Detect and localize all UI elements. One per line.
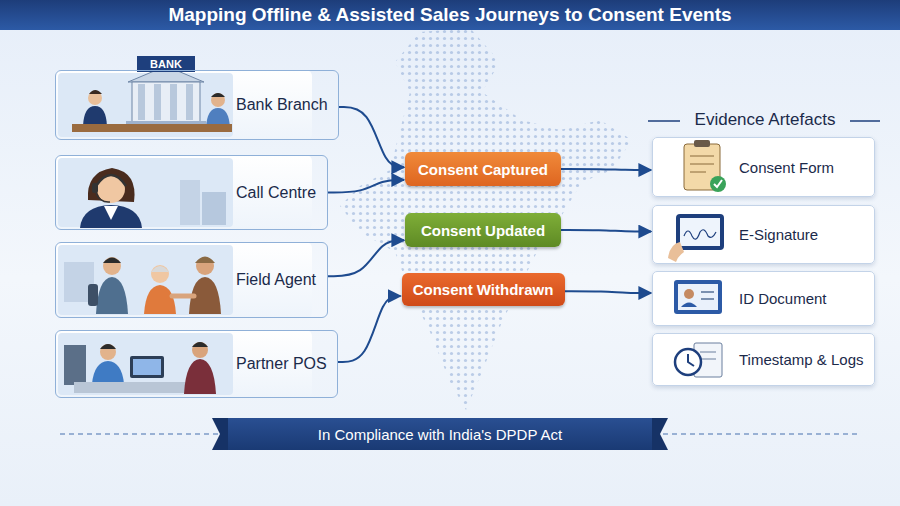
consent-event-pill: Consent Captured	[405, 152, 561, 186]
section-heading: Evidence Artefacts	[695, 110, 836, 130]
title-bar: Mapping Offline & Assisted Sales Journey…	[0, 0, 900, 30]
node-label: Consent Withdrawn	[413, 281, 554, 298]
flow-arrow	[565, 291, 652, 293]
node-label: Consent Updated	[421, 222, 545, 239]
channel-box: Partner POS	[55, 330, 338, 398]
node-label: Partner POS	[236, 355, 327, 373]
consent-event-pill: Consent Withdrawn	[402, 273, 565, 306]
node-label: Field Agent	[236, 271, 316, 289]
evidence-card: ID Document	[652, 271, 875, 326]
bank-sign-text: BANK	[150, 58, 182, 70]
india-map	[340, 28, 632, 410]
node-label: Consent Form	[739, 159, 834, 176]
evidence-cards	[652, 137, 875, 386]
flow-arrow	[561, 169, 651, 170]
node-label: E-Signature	[739, 226, 818, 243]
evidence-card: E-Signature	[652, 205, 875, 264]
node-label: Bank Branch	[236, 96, 328, 114]
flow-arrow	[328, 180, 404, 193]
flow-arrow	[328, 240, 404, 276]
consent-event-pill: Consent Updated	[405, 213, 561, 247]
node-label: Consent Captured	[418, 161, 548, 178]
channel-scenes	[55, 70, 312, 398]
channel-box: Bank Branch	[55, 70, 339, 140]
diagram-title: Mapping Offline & Assisted Sales Journey…	[168, 4, 731, 26]
evidence-card: Consent Form	[652, 137, 875, 197]
evidence-card: Timestamp & Logs	[652, 333, 875, 386]
compliance-banner: In Compliance with India's DPDP Act	[228, 418, 652, 450]
node-label: Call Centre	[236, 184, 316, 202]
node-label: Timestamp & Logs	[739, 351, 864, 368]
call-centre-scene	[80, 168, 226, 228]
flow-arrow	[561, 230, 651, 232]
channel-box: Call Centre	[55, 155, 328, 230]
node-label: ID Document	[739, 290, 827, 307]
flow-arrow	[339, 107, 404, 167]
bank-scene	[72, 56, 232, 132]
flow-arrow	[338, 296, 401, 362]
field-agent-scene	[64, 257, 221, 315]
node-label: In Compliance with India's DPDP Act	[318, 426, 562, 443]
pos-scene	[64, 342, 216, 394]
channel-box: Field Agent	[55, 242, 328, 318]
